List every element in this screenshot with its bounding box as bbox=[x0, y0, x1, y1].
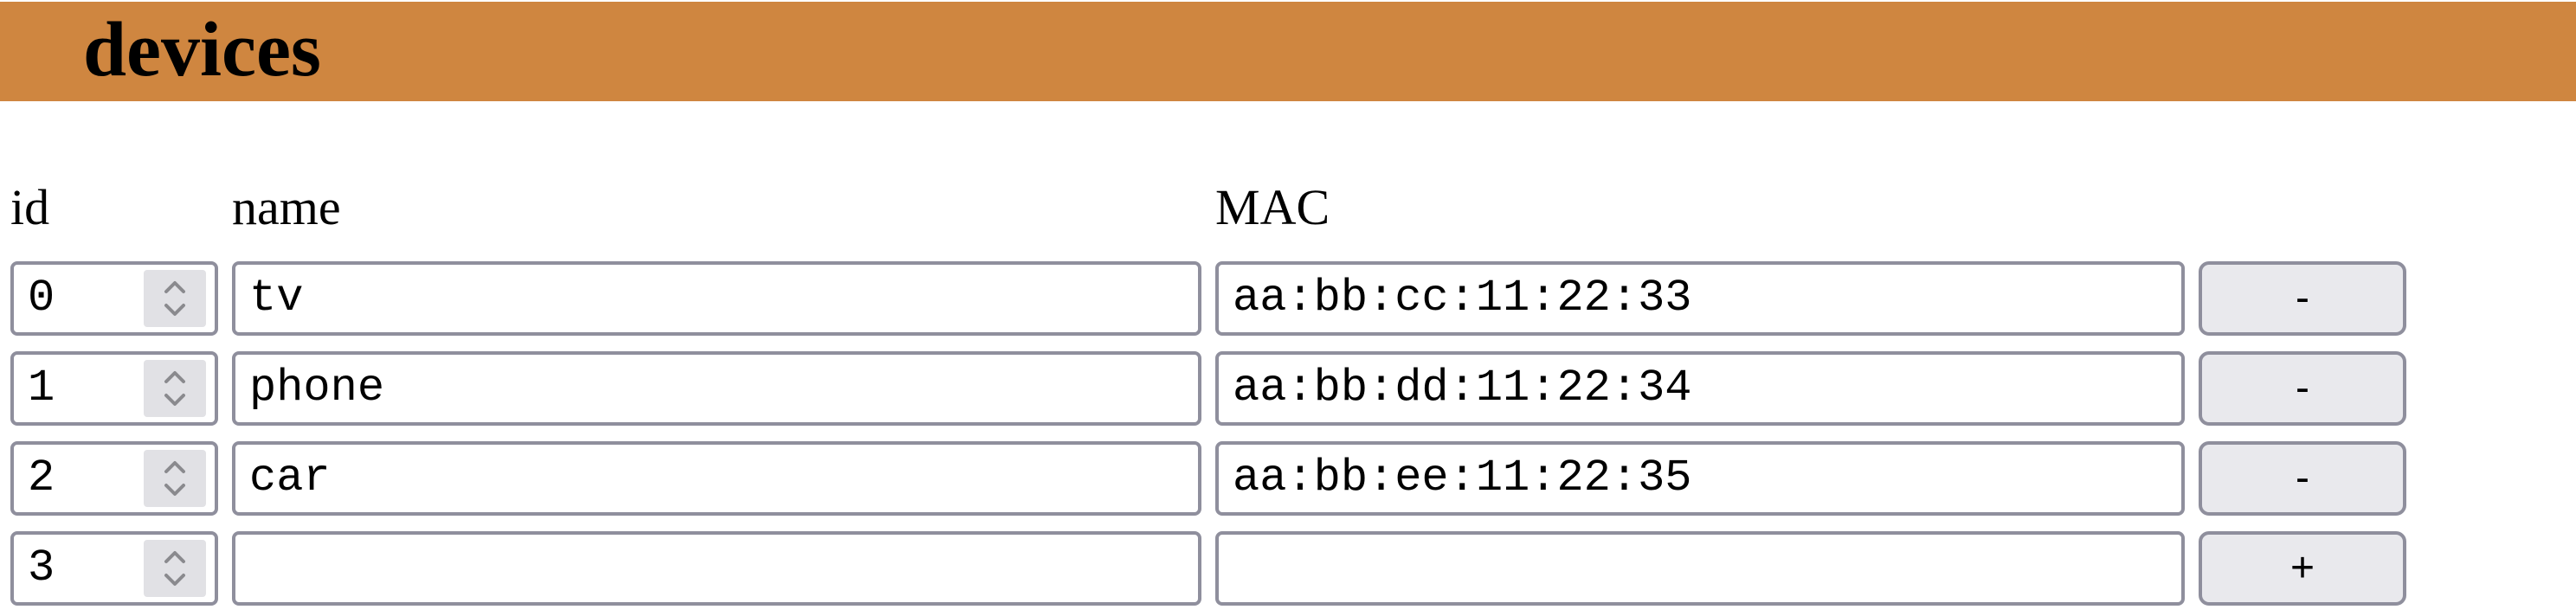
id-spinner[interactable] bbox=[144, 360, 206, 417]
device-name-input[interactable]: car bbox=[232, 441, 1201, 516]
device-mac-input[interactable]: aa:bb:ee:11:22:35 bbox=[1215, 441, 2185, 516]
id-spinner[interactable] bbox=[144, 270, 206, 327]
chevron-up-down-icon bbox=[164, 371, 185, 406]
device-id-input[interactable]: 3 bbox=[10, 531, 218, 606]
chevron-up-down-icon bbox=[164, 281, 185, 316]
new-device-mac-input[interactable] bbox=[1215, 531, 2185, 606]
device-id-value: 2 bbox=[28, 452, 55, 504]
device-id-value: 3 bbox=[28, 542, 55, 594]
column-header-name: name bbox=[232, 179, 341, 235]
device-row: 2 car aa:bb:ee:11:22:35 - bbox=[0, 441, 2576, 519]
device-name-input[interactable]: tv bbox=[232, 261, 1201, 336]
new-device-row: 3 + bbox=[0, 531, 2576, 609]
device-mac-input[interactable]: aa:bb:cc:11:22:33 bbox=[1215, 261, 2185, 336]
id-spinner[interactable] bbox=[144, 540, 206, 597]
remove-device-button[interactable]: - bbox=[2199, 441, 2406, 516]
device-name-input[interactable]: phone bbox=[232, 351, 1201, 426]
device-id-value: 0 bbox=[28, 273, 55, 324]
column-header-mac: MAC bbox=[1215, 179, 1330, 235]
id-spinner[interactable] bbox=[144, 450, 206, 507]
device-id-value: 1 bbox=[28, 363, 55, 414]
add-device-button[interactable]: + bbox=[2199, 531, 2406, 606]
page-title: devices bbox=[83, 7, 321, 93]
chevron-up-down-icon bbox=[164, 551, 185, 586]
device-id-input[interactable]: 2 bbox=[10, 441, 218, 516]
new-device-name-input[interactable] bbox=[232, 531, 1201, 606]
device-mac-input[interactable]: aa:bb:dd:11:22:34 bbox=[1215, 351, 2185, 426]
page-header: devices bbox=[0, 2, 2576, 101]
chevron-up-down-icon bbox=[164, 461, 185, 496]
column-header-id: id bbox=[10, 179, 50, 235]
remove-device-button[interactable]: - bbox=[2199, 351, 2406, 426]
device-id-input[interactable]: 0 bbox=[10, 261, 218, 336]
device-row: 1 phone aa:bb:dd:11:22:34 - bbox=[0, 351, 2576, 429]
remove-device-button[interactable]: - bbox=[2199, 261, 2406, 336]
device-row: 0 tv aa:bb:cc:11:22:33 - bbox=[0, 261, 2576, 339]
device-id-input[interactable]: 1 bbox=[10, 351, 218, 426]
